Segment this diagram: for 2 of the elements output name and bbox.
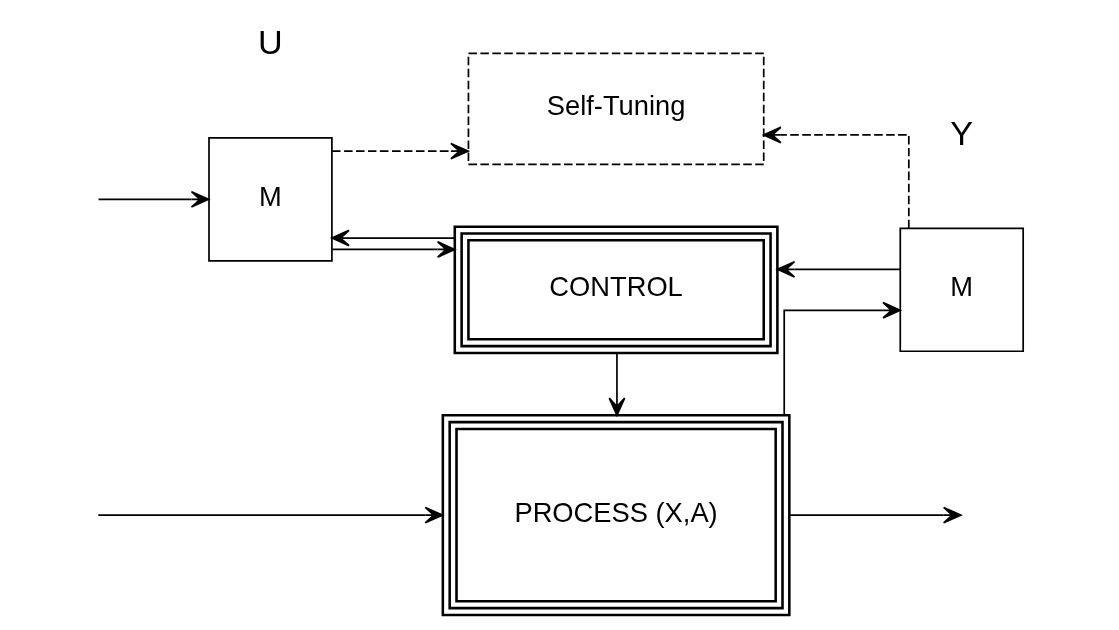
label: U	[257, 23, 283, 62]
label: Y	[949, 113, 973, 152]
